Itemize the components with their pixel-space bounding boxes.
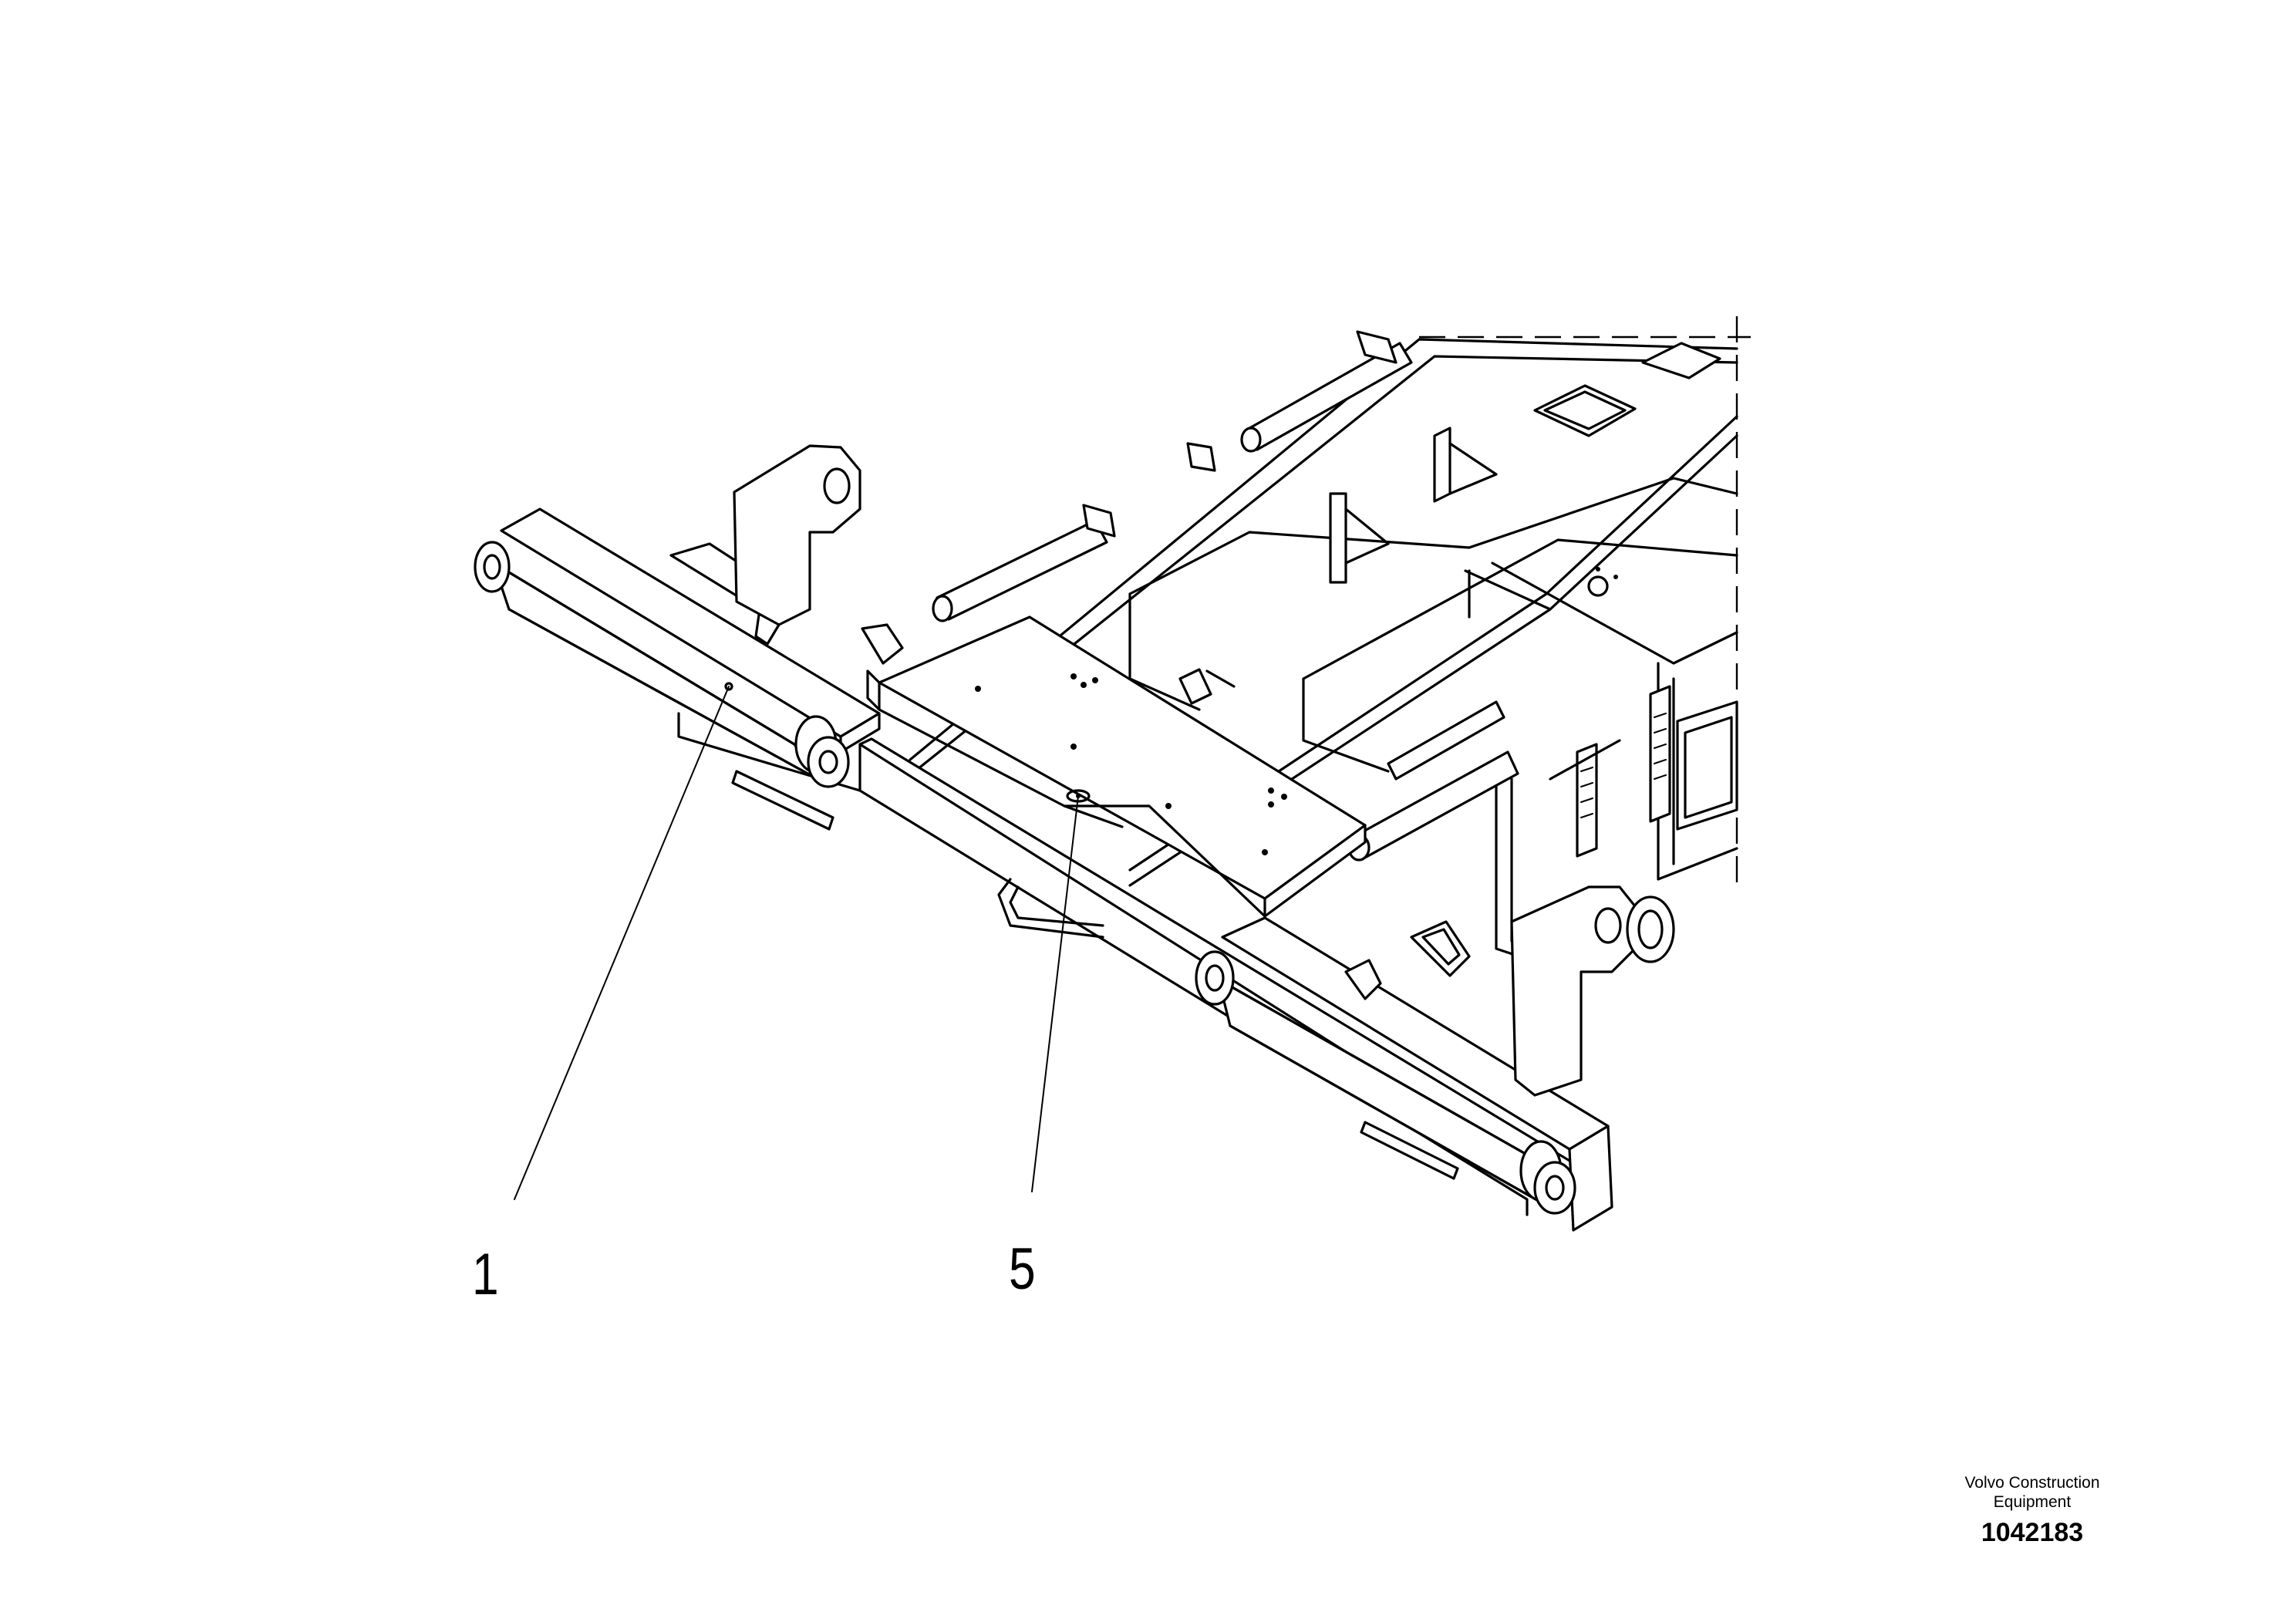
leader-line-5 [1031, 795, 1079, 1192]
manufacturer-label: Volvo Construction Equipment [1917, 1473, 2148, 1512]
callout-5: 5 [1009, 1236, 1036, 1302]
upper-tube-rails [932, 330, 1519, 862]
callout-1: 1 [472, 1242, 499, 1307]
leader-point-1 [724, 682, 733, 691]
manufacturer-line-2: Equipment [1993, 1493, 2072, 1511]
leader-lines [514, 682, 1079, 1200]
center-mount-plate [866, 615, 1367, 918]
right-cylinder-assembly [1195, 885, 1675, 1232]
left-cylinder-assembly [474, 444, 904, 831]
leader-line-1 [514, 686, 730, 1200]
drawing-number: 1042183 [1981, 1518, 2084, 1547]
manufacturer-line-1: Volvo Construction [1964, 1474, 2100, 1492]
